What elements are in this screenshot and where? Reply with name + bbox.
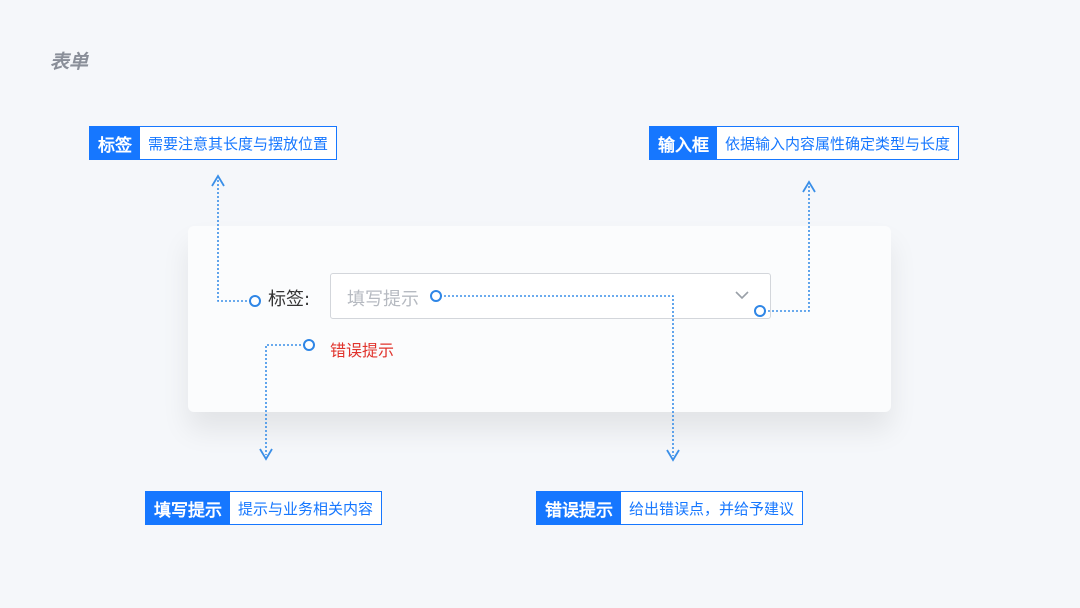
arrow-down-icon <box>259 448 273 461</box>
input-annotation-desc: 依据输入内容属性确定类型与长度 <box>725 134 951 153</box>
form-label: 标签: <box>268 289 311 310</box>
placeholder-annotation: 填写提示 提示与业务相关内容 <box>145 491 383 525</box>
label-annotation-desc: 需要注意其长度与摆放位置 <box>148 134 329 153</box>
arrow-up-icon <box>802 180 816 193</box>
error-connector <box>265 344 309 455</box>
placeholder-anchor-dot <box>430 290 442 302</box>
placeholder-annotation-name: 填写提示 <box>146 492 230 524</box>
input-anchor-dot <box>754 305 766 317</box>
input-annotation: 输入框 依据输入内容属性确定类型与长度 <box>649 126 960 160</box>
error-message: 错误提示 <box>330 341 395 360</box>
error-anchor-dot <box>303 339 315 351</box>
select-input[interactable] <box>330 273 771 319</box>
label-annotation: 标签 需要注意其长度与摆放位置 <box>89 126 338 160</box>
error-annotation-desc: 给出错误点，并给予建议 <box>629 499 795 518</box>
form-card <box>188 226 891 412</box>
input-annotation-name: 输入框 <box>650 127 717 159</box>
arrow-up-icon <box>211 174 225 187</box>
page-title: 表单 <box>50 51 89 73</box>
chevron-down-icon[interactable] <box>735 288 749 302</box>
arrow-down-icon <box>666 449 680 462</box>
label-annotation-name: 标签 <box>90 127 140 159</box>
error-annotation-name: 错误提示 <box>537 492 621 524</box>
error-annotation: 错误提示 给出错误点，并给予建议 <box>536 491 804 525</box>
placeholder-connector <box>436 295 674 456</box>
placeholder-annotation-desc: 提示与业务相关内容 <box>238 499 374 518</box>
input-connector <box>760 184 810 312</box>
select-placeholder: 填写提示 <box>347 289 419 310</box>
label-anchor-dot <box>249 295 261 307</box>
label-connector <box>217 178 255 302</box>
